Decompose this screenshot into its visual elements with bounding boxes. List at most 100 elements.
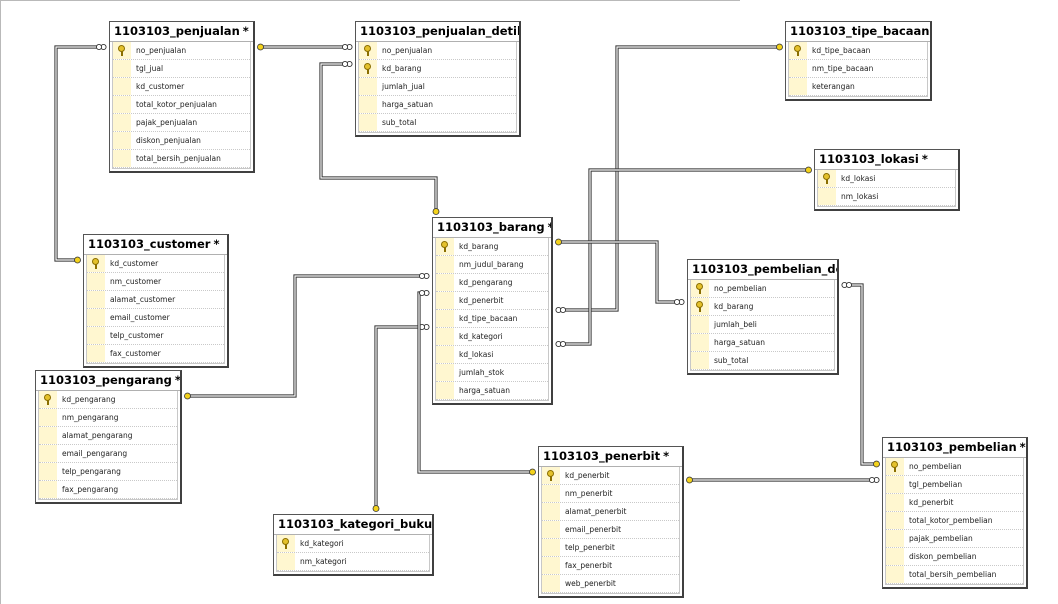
column-row-alamat-pengarang[interactable]: alamat_pengarang bbox=[39, 427, 177, 445]
row-selector[interactable] bbox=[818, 170, 836, 187]
row-selector[interactable] bbox=[818, 188, 836, 205]
column-row-kd-barang[interactable]: kd_barang bbox=[691, 298, 834, 316]
relationship-lokasi-barang[interactable] bbox=[555, 166, 812, 348]
column-row-nm-penerbit[interactable]: nm_penerbit bbox=[542, 485, 679, 503]
column-row-sub-total[interactable]: sub_total bbox=[691, 352, 834, 370]
row-selector[interactable] bbox=[436, 364, 454, 381]
column-row-keterangan[interactable]: keterangan bbox=[789, 78, 927, 96]
row-selector[interactable] bbox=[113, 132, 131, 149]
column-row-kd-kategori[interactable]: kd_kategori bbox=[277, 535, 429, 553]
table-pembelian-detil[interactable]: 1103103_pembelian_detilno_pembeliankd_ba… bbox=[687, 259, 839, 375]
column-row-total-bersih-penjualan[interactable]: total_bersih_penjualan bbox=[113, 150, 250, 168]
column-row-total-kotor-pembelian[interactable]: total_kotor_pembelian bbox=[886, 512, 1023, 530]
row-selector[interactable] bbox=[87, 309, 105, 326]
column-row-no-penjualan[interactable]: no_penjualan bbox=[113, 42, 250, 60]
column-row-kd-customer[interactable]: kd_customer bbox=[113, 78, 250, 96]
row-selector[interactable] bbox=[39, 427, 57, 444]
table-title[interactable]: 1103103_customer* bbox=[84, 235, 227, 255]
row-selector[interactable] bbox=[542, 485, 560, 502]
row-selector[interactable] bbox=[542, 503, 560, 520]
relationship-tipe-bacaan-barang[interactable] bbox=[555, 43, 783, 314]
row-selector[interactable] bbox=[886, 476, 904, 493]
row-selector[interactable] bbox=[789, 60, 807, 77]
column-row-kd-tipe-bacaan[interactable]: kd_tipe_bacaan bbox=[789, 42, 927, 60]
row-selector[interactable] bbox=[113, 42, 131, 59]
row-selector[interactable] bbox=[359, 42, 377, 59]
row-selector[interactable] bbox=[886, 530, 904, 547]
row-selector[interactable] bbox=[436, 238, 454, 255]
column-row-kd-tipe-bacaan[interactable]: kd_tipe_bacaan bbox=[436, 310, 548, 328]
row-selector[interactable] bbox=[436, 346, 454, 363]
row-selector[interactable] bbox=[113, 150, 131, 167]
row-selector[interactable] bbox=[359, 114, 377, 131]
row-selector[interactable] bbox=[87, 273, 105, 290]
relationship-penerbit-pembelian[interactable] bbox=[686, 476, 880, 484]
table-barang[interactable]: 1103103_barang*kd_barangnm_judul_barangk… bbox=[432, 217, 553, 405]
column-row-no-penjualan[interactable]: no_penjualan bbox=[359, 42, 516, 60]
row-selector[interactable] bbox=[436, 274, 454, 291]
row-selector[interactable] bbox=[691, 352, 709, 369]
column-row-tgl-pembelian[interactable]: tgl_pembelian bbox=[886, 476, 1023, 494]
row-selector[interactable] bbox=[691, 316, 709, 333]
table-kategori-buku[interactable]: 1103103_kategori_buku*kd_kategorinm_kate… bbox=[273, 514, 434, 576]
column-row-pajak-penjualan[interactable]: pajak_penjualan bbox=[113, 114, 250, 132]
table-penjualan-detil[interactable]: 1103103_penjualan_detil*no_penjualankd_b… bbox=[355, 21, 521, 137]
row-selector[interactable] bbox=[691, 280, 709, 297]
row-selector[interactable] bbox=[542, 557, 560, 574]
column-row-kd-lokasi[interactable]: kd_lokasi bbox=[436, 346, 548, 364]
row-selector[interactable] bbox=[39, 409, 57, 426]
column-row-kd-penerbit[interactable]: kd_penerbit bbox=[886, 494, 1023, 512]
relationship-penjualan-detil[interactable] bbox=[257, 43, 353, 51]
row-selector[interactable] bbox=[113, 60, 131, 77]
column-row-no-pembelian[interactable]: no_pembelian bbox=[691, 280, 834, 298]
column-row-telp-penerbit[interactable]: telp_penerbit bbox=[542, 539, 679, 557]
column-row-kd-pengarang[interactable]: kd_pengarang bbox=[436, 274, 548, 292]
table-title[interactable]: 1103103_penjualan_detil* bbox=[356, 22, 519, 42]
column-row-telp-customer[interactable]: telp_customer bbox=[87, 327, 224, 345]
row-selector[interactable] bbox=[436, 328, 454, 345]
relationship-kategori-barang[interactable] bbox=[372, 323, 430, 512]
column-row-nm-lokasi[interactable]: nm_lokasi bbox=[818, 188, 955, 206]
table-title[interactable]: 1103103_kategori_buku* bbox=[274, 515, 432, 535]
row-selector[interactable] bbox=[886, 566, 904, 583]
column-row-nm-pengarang[interactable]: nm_pengarang bbox=[39, 409, 177, 427]
column-row-jumlah-stok[interactable]: jumlah_stok bbox=[436, 364, 548, 382]
column-row-alamat-penerbit[interactable]: alamat_penerbit bbox=[542, 503, 679, 521]
column-row-kd-kategori[interactable]: kd_kategori bbox=[436, 328, 548, 346]
row-selector[interactable] bbox=[39, 391, 57, 408]
table-title[interactable]: 1103103_penerbit* bbox=[539, 447, 682, 467]
column-row-diskon-pembelian[interactable]: diskon_pembelian bbox=[886, 548, 1023, 566]
row-selector[interactable] bbox=[542, 467, 560, 484]
row-selector[interactable] bbox=[113, 114, 131, 131]
table-title[interactable]: 1103103_pengarang* bbox=[36, 371, 180, 391]
row-selector[interactable] bbox=[87, 327, 105, 344]
column-row-harga-satuan[interactable]: harga_satuan bbox=[436, 382, 548, 400]
relationship-customer-penjualan[interactable] bbox=[54, 43, 107, 264]
relationship-pembelian-detil[interactable] bbox=[841, 281, 880, 468]
column-row-tgl-jual[interactable]: tgl_jual bbox=[113, 60, 250, 78]
table-title[interactable]: 1103103_tipe_bacaan* bbox=[786, 22, 930, 42]
row-selector[interactable] bbox=[691, 298, 709, 315]
row-selector[interactable] bbox=[277, 553, 295, 570]
row-selector[interactable] bbox=[39, 463, 57, 480]
row-selector[interactable] bbox=[277, 535, 295, 552]
column-row-kd-customer[interactable]: kd_customer bbox=[87, 255, 224, 273]
row-selector[interactable] bbox=[436, 382, 454, 399]
table-title[interactable]: 1103103_lokasi* bbox=[815, 150, 958, 170]
column-row-telp-pengarang[interactable]: telp_pengarang bbox=[39, 463, 177, 481]
row-selector[interactable] bbox=[542, 575, 560, 592]
column-row-no-pembelian[interactable]: no_pembelian bbox=[886, 458, 1023, 476]
table-tipe-bacaan[interactable]: 1103103_tipe_bacaan*kd_tipe_bacaannm_tip… bbox=[785, 21, 932, 101]
relationship-barang-penjualan-detil[interactable] bbox=[319, 60, 440, 215]
column-row-nm-kategori[interactable]: nm_kategori bbox=[277, 553, 429, 571]
column-row-kd-barang[interactable]: kd_barang bbox=[436, 238, 548, 256]
column-row-pajak-pembelian[interactable]: pajak_pembelian bbox=[886, 530, 1023, 548]
column-row-email-penerbit[interactable]: email_penerbit bbox=[542, 521, 679, 539]
column-row-nm-tipe-bacaan[interactable]: nm_tipe_bacaan bbox=[789, 60, 927, 78]
relationship-barang-pembelian-detil[interactable] bbox=[555, 238, 685, 306]
row-selector[interactable] bbox=[87, 255, 105, 272]
column-row-email-pengarang[interactable]: email_pengarang bbox=[39, 445, 177, 463]
